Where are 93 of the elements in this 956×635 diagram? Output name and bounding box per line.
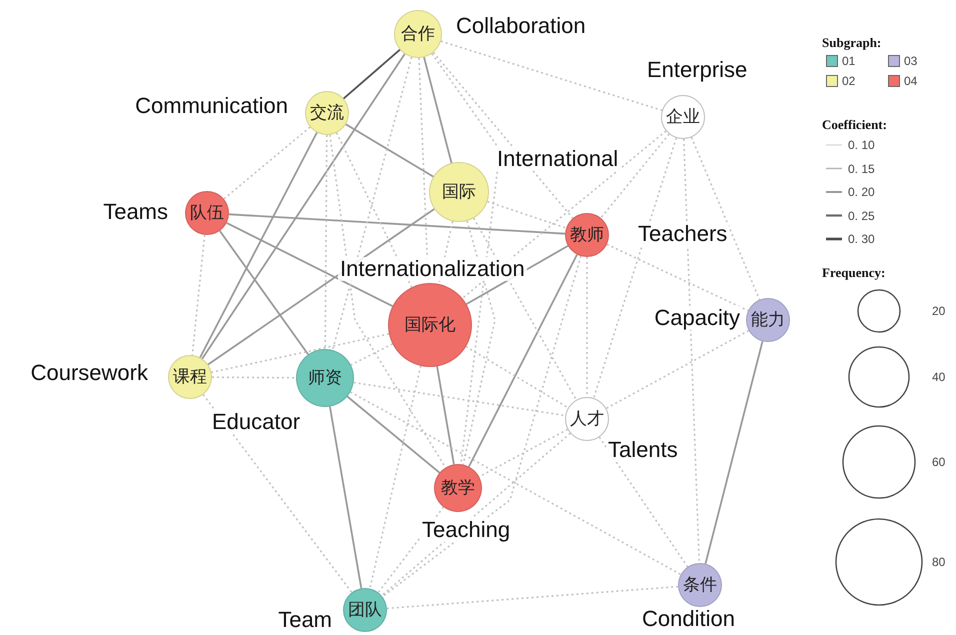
keyword-text: 国际	[442, 184, 476, 200]
dotted-link-line	[466, 346, 569, 408]
link-line	[226, 222, 393, 307]
dotted-link-line	[381, 432, 571, 596]
legend-label: 02	[842, 75, 856, 87]
dotted-link-line	[329, 134, 446, 468]
legend-label: 0. 20	[848, 186, 875, 198]
dotted-link-line	[350, 391, 682, 576]
link-line	[228, 213, 566, 235]
dotted-link-line	[440, 40, 662, 112]
keyword-circle	[678, 563, 722, 607]
link-line	[345, 124, 434, 178]
dotted-link-line	[462, 220, 496, 465]
keyword-circle	[185, 191, 229, 235]
dotted-link-line	[606, 244, 748, 312]
legend-heading: Subgraph:	[822, 36, 882, 49]
keyword-text: 团队	[348, 602, 382, 618]
dotted-link-line	[600, 134, 670, 218]
dotted-link-line	[324, 135, 328, 349]
keyword-circle	[429, 162, 489, 222]
keyword-circle	[168, 355, 212, 399]
dotted-link-line	[432, 52, 574, 219]
keyword-circle	[661, 95, 705, 139]
keyword-text: 教学	[441, 480, 475, 496]
keyword-translation: International	[495, 147, 620, 172]
keyword-circle	[296, 349, 354, 407]
dotted-link-line	[487, 200, 566, 229]
dotted-link-line	[586, 257, 588, 397]
legend-label: 04	[904, 75, 918, 87]
link-line	[201, 54, 406, 360]
legend-label: 0. 30	[848, 233, 875, 245]
dotted-link-line	[462, 130, 666, 299]
link-line	[219, 230, 309, 355]
link-line	[436, 366, 455, 464]
link-line	[704, 341, 764, 564]
keyword-text: 交流	[310, 104, 344, 122]
dotted-link-line	[473, 218, 577, 400]
keyword-text: 人才	[570, 410, 604, 428]
keyword-translation: Talents	[606, 438, 680, 462]
dotted-link-line	[332, 57, 412, 350]
link-line	[329, 406, 362, 588]
dotted-link-line	[386, 586, 678, 610]
dotted-link-line	[350, 343, 393, 366]
dotted-link-line	[592, 138, 678, 398]
keyword-text: 合作	[401, 26, 435, 42]
legend-label: 01	[842, 55, 856, 67]
dotted-link-line	[431, 53, 501, 464]
dotted-link-line	[336, 132, 412, 288]
dotted-link-line	[369, 366, 422, 589]
dotted-link-line	[202, 394, 352, 593]
keyword-circle	[343, 588, 387, 632]
keyword-text: 国际化	[404, 316, 456, 334]
legend-heading: Coefficient:	[822, 118, 887, 131]
legend-label: 03	[904, 55, 918, 67]
keyword-circle	[305, 91, 349, 135]
keyword-circle	[746, 298, 790, 342]
dotted-link-line	[354, 382, 566, 416]
link-line	[346, 396, 440, 474]
keyword-text: 条件	[683, 576, 717, 594]
dotted-link-line	[212, 376, 296, 379]
link-line	[208, 208, 435, 366]
link-line	[343, 49, 400, 100]
keyword-circle	[434, 464, 482, 512]
link-line	[423, 56, 452, 164]
keyword-translation: Teachers	[636, 222, 730, 246]
legend-label: 0. 25	[848, 210, 875, 222]
keyword-text: 课程	[173, 368, 207, 386]
keyword-circle	[565, 397, 609, 441]
legend-label: 40	[932, 371, 946, 383]
keyword-text: 能力	[751, 312, 785, 328]
dotted-link-line	[192, 234, 206, 356]
link-line	[199, 132, 318, 358]
legend-label: 20	[932, 305, 946, 317]
legend-label: 0. 15	[848, 162, 875, 174]
dotted-link-line	[598, 436, 688, 568]
legend-label: 60	[932, 456, 946, 468]
keyword-text: 教师	[570, 226, 604, 244]
keyword-text: 队伍	[190, 204, 224, 222]
dotted-link-line	[382, 256, 582, 598]
link-line	[468, 254, 578, 467]
dotted-link-line	[690, 137, 760, 300]
keyword-circle	[394, 10, 442, 58]
dotted-link-line	[683, 138, 700, 564]
keyword-text: 师资	[308, 370, 342, 386]
dotted-link-line	[211, 333, 390, 374]
legend-heading: Frequency:	[822, 266, 886, 279]
keyword-translation: Internationalization	[338, 257, 527, 282]
keyword-text: 企业	[666, 108, 700, 126]
dotted-link-line	[223, 126, 311, 200]
legend-label: 0. 10	[848, 139, 875, 151]
keyword-circle	[565, 213, 609, 257]
dotted-link-line	[606, 330, 750, 410]
legend-label: 80	[932, 556, 946, 568]
